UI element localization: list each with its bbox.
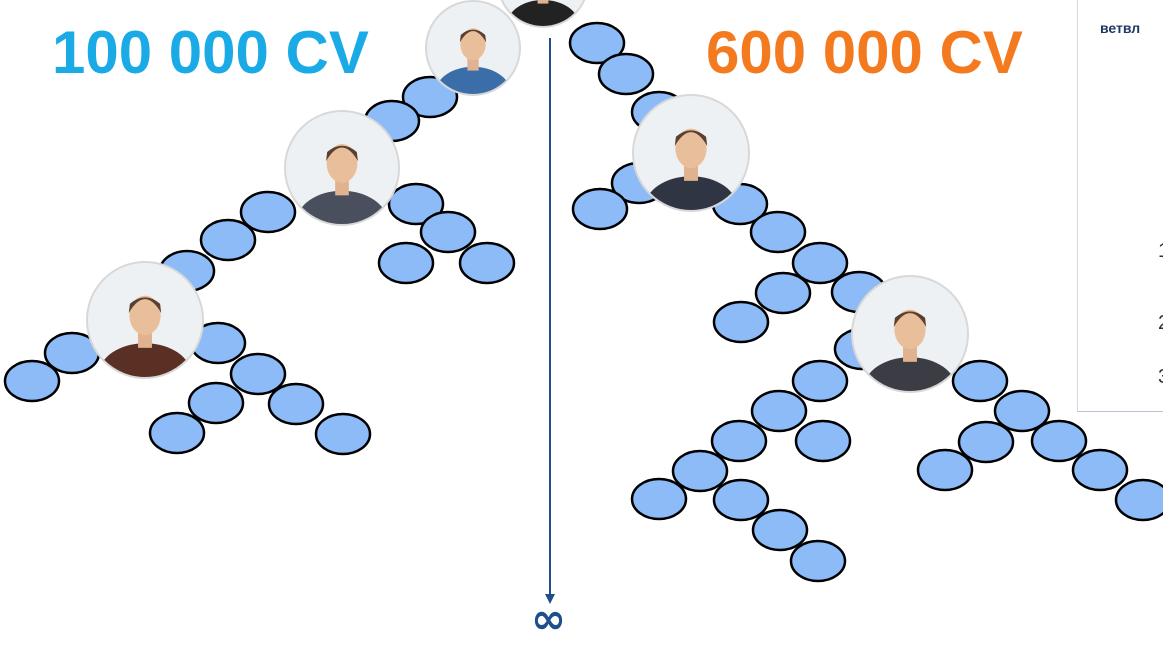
tree-node — [239, 190, 297, 234]
tree-node — [571, 187, 629, 231]
avatar-woman-smiling-icon — [86, 261, 204, 379]
tree-node — [993, 389, 1051, 433]
tree-node — [789, 539, 847, 583]
right-cv-count-label: 600 000 CV — [706, 19, 1023, 86]
tree-node — [630, 477, 688, 521]
center-axis — [545, 38, 555, 604]
side-panel-number-2: 2 — [1158, 312, 1163, 335]
tree-node — [199, 218, 257, 262]
side-panel: ветвл 1 2 3 — [1077, 0, 1163, 412]
tree-node — [187, 381, 245, 425]
avatar-top-man-icon — [498, 0, 588, 28]
tree-node — [671, 449, 729, 493]
tree-node — [1114, 478, 1163, 522]
tree-node — [387, 182, 445, 226]
tree-node — [401, 75, 459, 119]
tree-node — [791, 359, 849, 403]
tree-node — [458, 241, 516, 285]
tree-node — [957, 420, 1015, 464]
avatar-woman-asian-icon — [284, 110, 400, 226]
tree-node — [749, 210, 807, 254]
nodes-layer — [3, 21, 1163, 583]
side-panel-number-3: 3 — [1158, 366, 1163, 389]
tree-node — [267, 382, 325, 426]
tree-node — [148, 411, 206, 455]
tree-node — [314, 412, 372, 456]
tree-node — [794, 419, 852, 463]
left-cv-count-label: 100 000 CV — [52, 19, 369, 86]
tree-node — [419, 210, 477, 254]
tree-node — [597, 52, 655, 96]
tree-node — [751, 508, 809, 552]
infinity-symbol: ∞ — [531, 594, 566, 643]
center-axis-arrowhead — [545, 594, 555, 604]
tree-node — [377, 241, 435, 285]
tree-node — [791, 241, 849, 285]
tree-node — [754, 271, 812, 315]
photos-layer — [86, 0, 969, 393]
tree-node — [712, 478, 770, 522]
tree-node — [229, 352, 287, 396]
tree-node — [1071, 448, 1129, 492]
tree-node — [3, 359, 61, 403]
side-panel-number-1: 1 — [1158, 240, 1163, 263]
tree-node — [712, 300, 770, 344]
tree-node — [951, 359, 1009, 403]
tree-node — [568, 21, 626, 65]
avatar-man-suit-icon — [632, 94, 750, 212]
tree-node — [916, 448, 974, 492]
tree-node — [710, 419, 768, 463]
tree-node — [1030, 419, 1088, 463]
avatar-woman-redhead-icon — [851, 275, 969, 393]
avatar-man-pointing-icon — [425, 0, 521, 96]
side-panel-title: ветвл — [1100, 20, 1141, 36]
tree-node — [750, 389, 808, 433]
